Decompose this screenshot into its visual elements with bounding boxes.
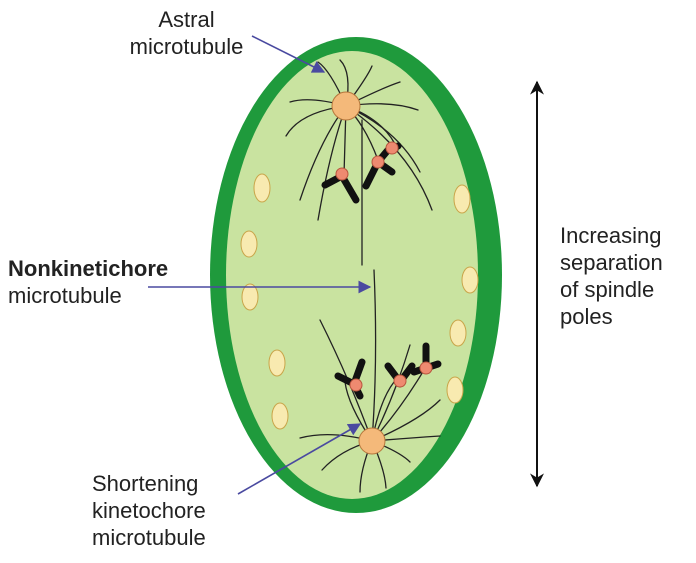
shortening-kinetochore-microtubule-label: Shortening kinetochore microtubule: [92, 470, 206, 551]
bottom-centrosome: [358, 427, 386, 455]
label-line: Astral: [158, 7, 215, 32]
shortening-pointer-arrow: [237, 423, 362, 495]
vesicle: [240, 230, 258, 258]
vesicles: [240, 173, 479, 430]
label-line: microtubule: [8, 283, 122, 308]
kinetochore: [385, 141, 399, 155]
vesicle: [446, 376, 464, 404]
vesicle: [271, 402, 289, 430]
kinetochore: [335, 167, 349, 181]
astral-pointer-arrow: [251, 35, 326, 73]
label-line: poles: [560, 304, 613, 329]
label-line: Nonkinetichore: [8, 256, 169, 281]
kinetochore: [349, 378, 363, 392]
vesicle: [449, 319, 467, 347]
vesicle: [253, 173, 271, 203]
spindle-pole-separation-label: Increasing separation of spindle poles: [560, 222, 663, 330]
kinetochore: [371, 155, 385, 169]
vesicle: [461, 266, 479, 294]
vesicle: [453, 184, 471, 214]
top-kinetochores: [335, 141, 399, 181]
nonkinetochore-microtubule-label: Nonkinetichore microtubule: [8, 255, 168, 309]
label-line: of spindle: [560, 277, 655, 302]
label-line: separation: [560, 250, 663, 275]
label-line: Increasing: [560, 223, 662, 248]
vesicle: [241, 283, 259, 311]
astral-microtubule-label: Astral microtubule: [104, 6, 269, 60]
label-line: microtubule: [129, 34, 244, 59]
top-centrosome: [331, 91, 361, 121]
label-line: kinetochore: [92, 498, 206, 523]
label-line: microtubule: [92, 525, 206, 550]
bottom-kinetochores: [349, 361, 433, 392]
vesicle: [268, 349, 286, 377]
kinetochore: [419, 361, 433, 375]
label-line: Shortening: [92, 471, 199, 496]
kinetochore: [393, 374, 407, 388]
